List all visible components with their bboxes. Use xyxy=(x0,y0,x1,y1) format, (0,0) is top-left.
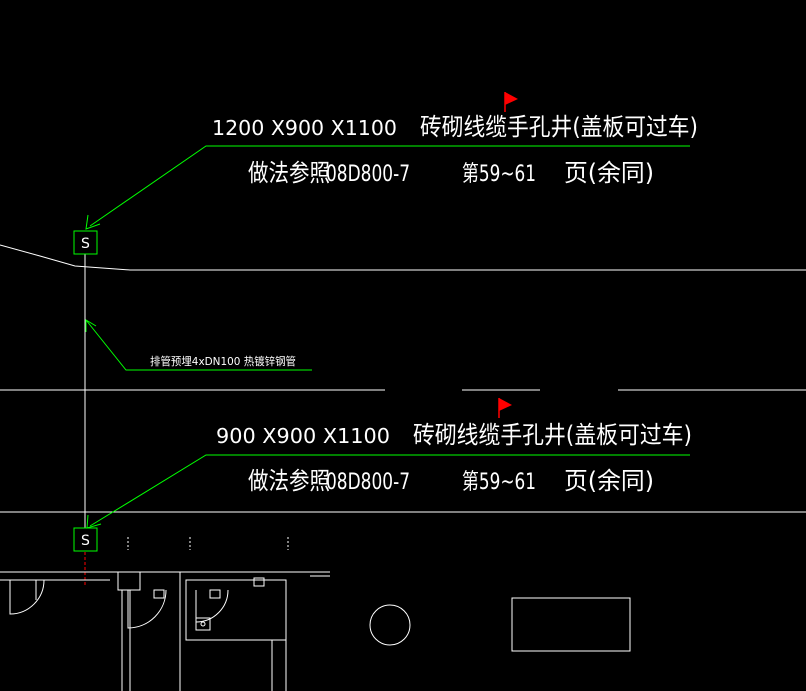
door-swing-2 xyxy=(127,589,167,629)
bottom-description-text[interactable]: 砖砌线缆手孔井(盖板可过车) xyxy=(413,421,692,449)
leader-top xyxy=(85,145,690,230)
floor-drain xyxy=(195,617,211,631)
manhole-top-box xyxy=(73,230,98,255)
manhole-top-letter: S xyxy=(81,236,90,252)
door-jamb xyxy=(209,589,221,599)
flag-marker-bottom[interactable] xyxy=(498,398,512,418)
leader-pipe-arrow xyxy=(85,319,97,332)
bottom-page-ref[interactable]: 第59~61 xyxy=(462,470,536,495)
floor-drain-dot xyxy=(200,621,206,627)
leader-pipe-line xyxy=(85,319,312,371)
top-method-label[interactable]: 做法参照 xyxy=(248,159,330,187)
door-swing-left xyxy=(9,579,45,615)
bottom-dimension-text[interactable]: 900 X900 X1100 xyxy=(216,424,390,448)
bottom-method-label[interactable]: 做法参照 xyxy=(248,467,330,495)
leader-bottom-arrow xyxy=(86,514,102,529)
top-page-suffix[interactable]: 页(余同) xyxy=(564,159,654,187)
top-spec-code[interactable]: 08D800-7 xyxy=(326,162,410,187)
door-jamb xyxy=(153,589,165,599)
top-dimension-text[interactable]: 1200 X900 X1100 xyxy=(212,116,397,140)
road-edge-curve xyxy=(0,244,806,271)
bottom-page-suffix[interactable]: 页(余同) xyxy=(564,467,654,495)
leader-bottom xyxy=(86,454,690,529)
bottom-spec-code[interactable]: 08D800-7 xyxy=(326,470,410,495)
flag-marker-top[interactable] xyxy=(504,92,518,112)
leader-bottom-line xyxy=(89,454,690,527)
leader-top-arrow xyxy=(85,214,101,230)
manhole-top[interactable]: S xyxy=(73,230,98,255)
rectangular-structure[interactable] xyxy=(511,597,631,652)
pipe-label-text[interactable]: 排管预埋4xDN100 热镀锌钢管 xyxy=(150,354,296,368)
leader-pipe xyxy=(85,319,312,371)
circular-feature[interactable] xyxy=(369,604,411,646)
leader-top-line xyxy=(89,145,690,227)
top-description-text[interactable]: 砖砌线缆手孔井(盖板可过车) xyxy=(420,113,698,141)
fixture-box xyxy=(253,577,265,587)
top-page-ref[interactable]: 第59~61 xyxy=(462,162,536,187)
manhole-bottom-box xyxy=(73,527,98,552)
structural-column xyxy=(117,571,141,591)
wall-exterior-top xyxy=(0,571,330,591)
manhole-bottom[interactable]: S xyxy=(73,527,98,552)
washroom-outline xyxy=(185,579,287,641)
door-swing-3 xyxy=(195,589,229,623)
manhole-bottom-letter: S xyxy=(81,533,90,549)
building-floorplan[interactable] xyxy=(0,537,330,691)
